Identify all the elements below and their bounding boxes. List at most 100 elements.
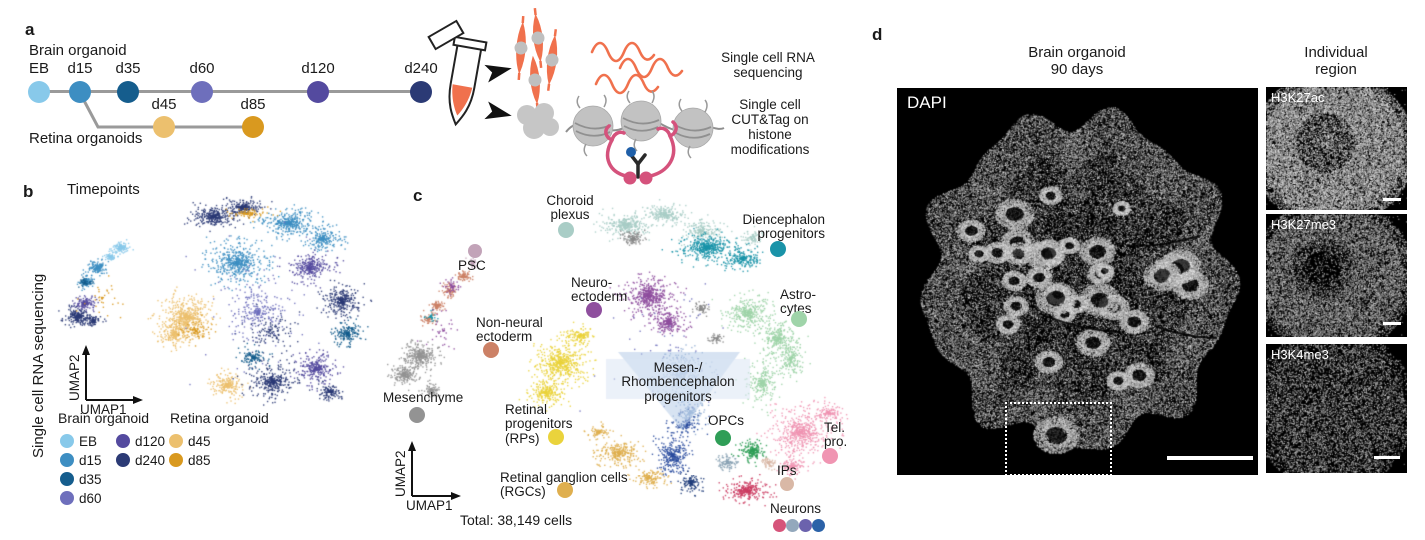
timepoint-dot-d120 (307, 81, 329, 103)
scale-bar-h3k27me3 (1383, 322, 1401, 325)
legend-label-d15: d15 (79, 453, 102, 468)
cluster-dot-neuroectoderm (586, 302, 602, 318)
brain-track-label: Brain organoid (29, 42, 127, 59)
panel-b-title: Timepoints (67, 181, 140, 198)
cluster-label-mesen-rhombencephalon: Mesen-/ Rhombencephalon progenitors (621, 360, 735, 404)
retina-track-label: Retina organoids (29, 130, 143, 147)
main-image-title: Brain organoid 90 days (1028, 44, 1126, 79)
h3k4me3-image: H3K4me3 (1266, 344, 1407, 473)
cluster-dot-tel-pro (822, 448, 838, 464)
legend-label-d60: d60 (79, 491, 102, 506)
umap1-axis-label-c: UMAP1 (406, 498, 453, 513)
h3k27ac-canvas (1266, 87, 1407, 210)
legend-dot-d35 (60, 472, 74, 486)
umap-axes-b (82, 345, 143, 404)
legend-label-d45: d45 (188, 434, 211, 449)
cluster-dot-ips (780, 477, 794, 491)
legend-label-d85: d85 (188, 453, 211, 468)
h3k27me3-canvas (1266, 214, 1407, 337)
cluster-dot-diencephalon (770, 241, 786, 257)
cell-clump-icon (517, 103, 559, 139)
cluster-label-retinal-ganglion-cells: Retinal ganglion cells (RGCs) (500, 470, 628, 500)
timepoint-label-d120: d120 (301, 60, 335, 77)
scale-bar-h3k4me3 (1374, 456, 1400, 459)
assay-label-cuttag: Single cell CUT&Tag on histone modificat… (730, 97, 810, 158)
legend-dot-d60 (60, 491, 74, 505)
timepoint-dot-d240 (410, 81, 432, 103)
cluster-label-mesenchyme: Mesenchyme (383, 390, 464, 405)
cluster-dot-choroid-plexus (558, 222, 574, 238)
cluster-label-retinal-progenitors: Retinal progenitors (RPs) (505, 402, 573, 446)
timepoint-label-d60: d60 (189, 60, 215, 77)
cluster-dot-opcs (715, 430, 731, 446)
h3k4me3-canvas (1266, 344, 1407, 473)
legend-dot-d15 (60, 453, 74, 467)
cluster-dot-non-neural-ectoderm (483, 342, 499, 358)
h3k27ac-image: H3K27ac (1266, 87, 1407, 210)
legend-dot-d85 (169, 453, 183, 467)
legend-dot-d45 (169, 434, 183, 448)
timepoint-label-d35: d35 (115, 60, 141, 77)
timepoint-label-d240: d240 (404, 60, 438, 77)
legend-label-d120: d120 (135, 434, 166, 449)
h3k27me3-image: H3K27me3 (1266, 214, 1407, 337)
stain-label-h3k27ac: H3K27ac (1271, 90, 1325, 105)
timepoint-dot-d35 (117, 81, 139, 103)
timepoint-dot-d15 (69, 81, 91, 103)
cluster-label-non-neural-ectoderm: Non-neural ectoderm (476, 315, 543, 345)
umap1-axis-label-b: UMAP1 (80, 402, 127, 417)
cluster-dot-neurons-3 (799, 519, 812, 532)
umap2-axis-label-b: UMAP2 (67, 354, 82, 401)
legend-dot-d120 (116, 434, 130, 448)
retina-timeline-branch (78, 92, 253, 129)
cluster-dot-psc (468, 244, 482, 258)
legend-label-d240: d240 (135, 453, 166, 468)
cluster-label-neurons: Neurons (770, 501, 822, 516)
cluster-label-diencephalon: Diencephalon progenitors (742, 212, 825, 242)
cluster-dot-neurons-4 (812, 519, 825, 532)
neural-cells-icon (514, 8, 559, 110)
brain-timeline-line (39, 90, 421, 93)
nucleosomes-cuttag-icon (565, 90, 725, 185)
total-cells-label: Total: 38,149 cells (460, 512, 573, 528)
legend-dot-d240 (116, 453, 130, 467)
panel-b-side-label: Single cell RNA sequencing (30, 273, 47, 458)
timepoint-dot-d85 (242, 116, 264, 138)
legend-header-retina: Retina organoid (170, 410, 269, 426)
dapi-organoid-image: DAPI (897, 88, 1258, 475)
sample-tube-icon (427, 19, 488, 127)
timepoint-dot-d60 (191, 81, 213, 103)
stain-label-h3k27me3: H3K27me3 (1271, 217, 1337, 232)
roi-dotted-box (1005, 402, 1112, 475)
rna-molecules-icon (590, 41, 684, 95)
cluster-label-astrocytes: Astro- cytes (780, 287, 817, 317)
stain-label-dapi: DAPI (907, 93, 947, 112)
stain-label-h3k4me3: H3K4me3 (1271, 347, 1329, 362)
cluster-dot-neurons-2 (786, 519, 799, 532)
timepoint-label-d85: d85 (240, 96, 266, 113)
cluster-dot-retinal-ganglion-cells (557, 482, 573, 498)
dissociation-arrows-icon (484, 64, 512, 120)
timepoint-dot-d45 (153, 116, 175, 138)
timepoint-label-d15: d15 (67, 60, 93, 77)
umap2-axis-label-c: UMAP2 (393, 450, 408, 497)
legend-dot-eb (60, 434, 74, 448)
timepoint-dot-eb (28, 81, 50, 103)
cluster-label-psc: PSC (458, 258, 486, 273)
panel-a-label: a (25, 20, 35, 39)
assay-label-scrnaseq: Single cell RNA sequencing (721, 50, 815, 81)
timepoint-label-d45: d45 (151, 96, 177, 113)
cluster-dot-retinal-progenitors (548, 429, 564, 445)
legend-header-brain: Brain organoid (58, 410, 150, 426)
scale-bar-main (1167, 456, 1253, 460)
cluster-dot-mesenchyme (409, 407, 425, 423)
panel-d-label: d (872, 25, 883, 44)
cluster-label-choroid-plexus: Choroid plexus (546, 193, 594, 223)
panel-c-label: c (413, 186, 423, 205)
legend-label-d35: d35 (79, 472, 102, 487)
umap-axes-c (408, 441, 461, 500)
legend-label-eb: EB (79, 434, 98, 449)
cluster-label-neuroectoderm: Neuro- ectoderm (571, 275, 628, 305)
cluster-label-opcs: OPCs (708, 413, 745, 428)
